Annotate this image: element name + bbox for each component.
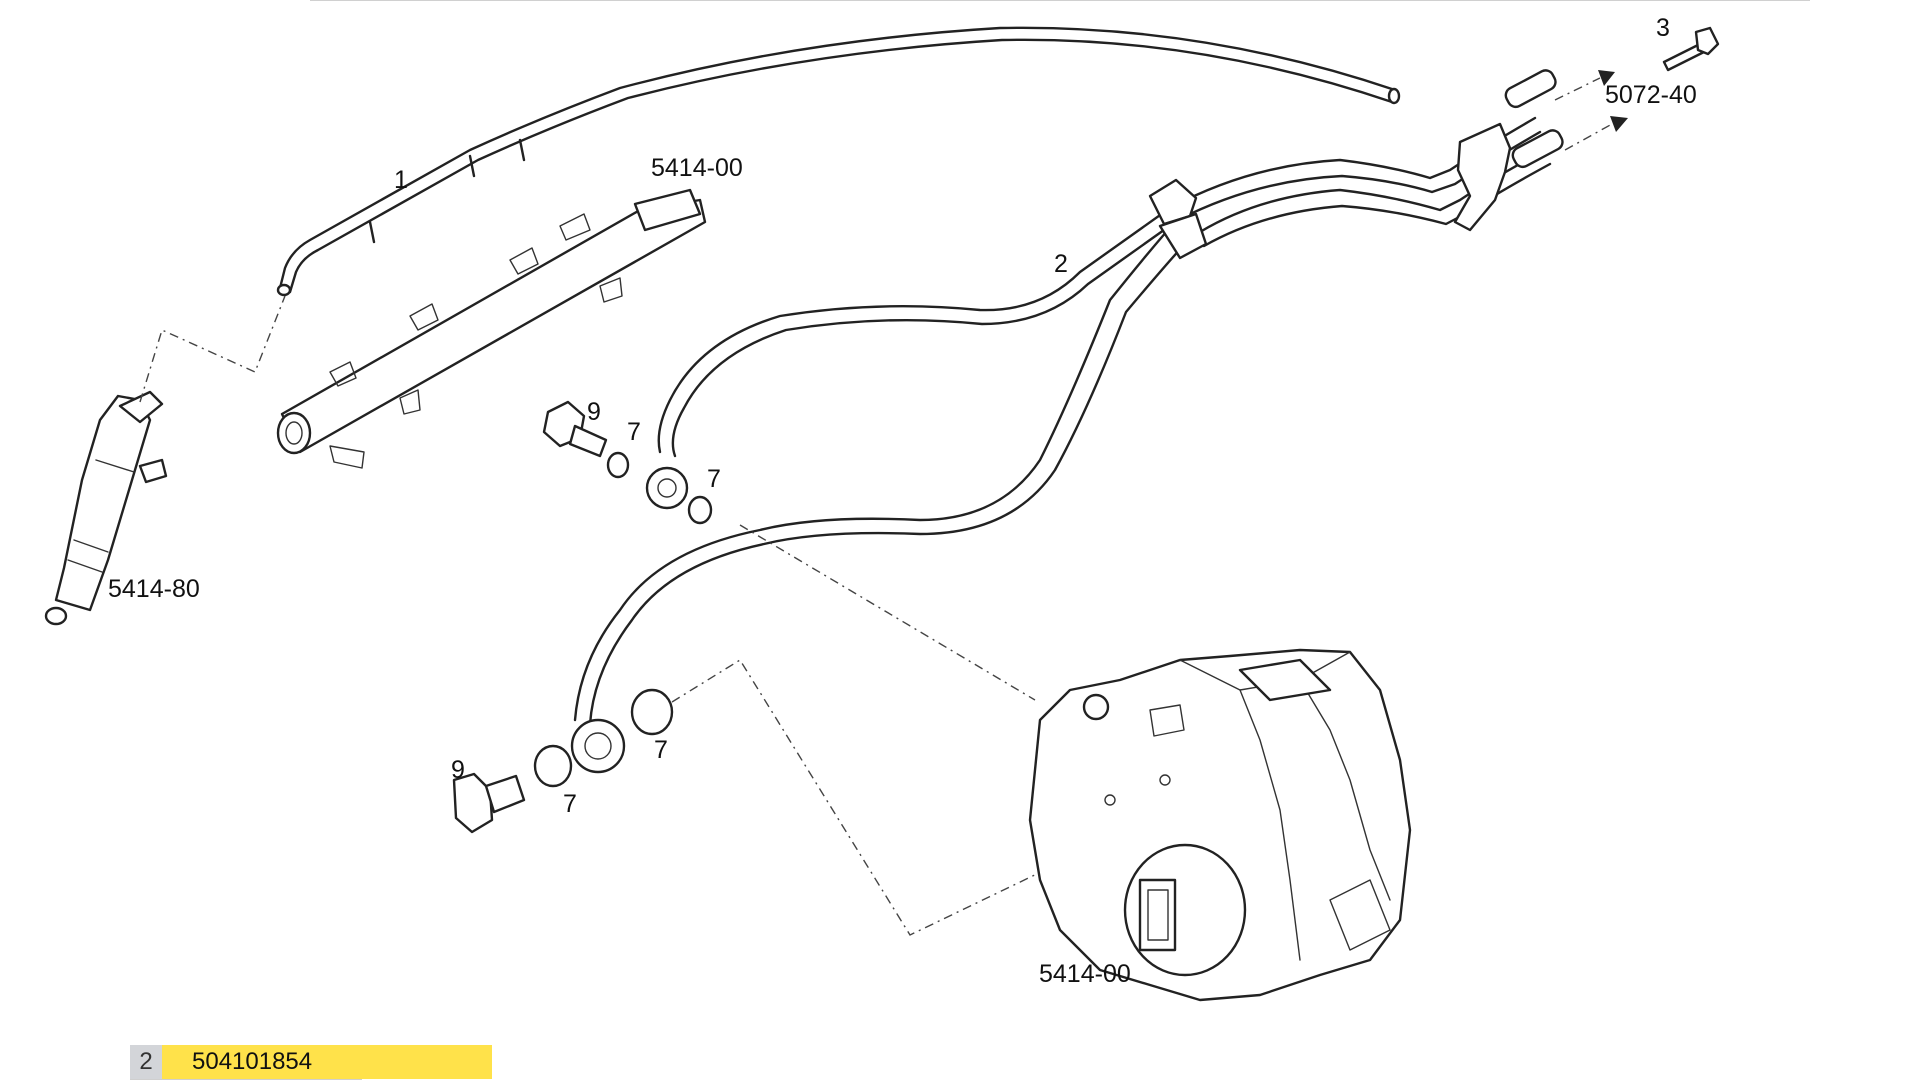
label-bolt-upper: 9 (587, 398, 601, 426)
high-pressure-pump[interactable] (1028, 648, 1412, 1002)
top-divider (310, 0, 1810, 1)
seal-ring-a[interactable] (606, 451, 630, 479)
injector[interactable] (44, 390, 168, 626)
banjo-bolt-lower[interactable] (452, 772, 526, 834)
label-connect-ref: 5072-40 (1605, 81, 1697, 109)
seal-ring-b[interactable] (687, 495, 713, 525)
label-seal-a: 7 (627, 418, 641, 446)
label-seal-c: 7 (563, 790, 577, 818)
connection-arrows (1554, 70, 1628, 151)
return-hose-part-1[interactable] (276, 26, 1401, 297)
fuel-pipe-part-2[interactable] (570, 68, 1565, 774)
pump-leader-upper (739, 524, 1036, 701)
seal-ring-c[interactable] (533, 744, 573, 788)
label-seal-b: 7 (707, 465, 721, 493)
pump-leader-lower (671, 659, 1071, 936)
label-injector-ref: 5414-80 (108, 575, 200, 603)
fuel-rail[interactable] (276, 188, 707, 469)
seal-ring-d[interactable] (630, 688, 674, 736)
banjo-bolt-upper[interactable] (542, 400, 608, 458)
part-row[interactable]: 2 504101854 (130, 1045, 492, 1079)
label-pump-ref: 5414-00 (1039, 960, 1131, 988)
screw-part-3[interactable] (1662, 26, 1720, 72)
label-seal-d: 7 (654, 736, 668, 764)
part-index-cell: 2 (130, 1045, 162, 1079)
label-pipe-2: 2 (1054, 250, 1068, 278)
label-screw-3: 3 (1656, 14, 1670, 42)
label-rail-ref: 5414-00 (651, 154, 743, 182)
part-number-highlight[interactable]: 504101854 (162, 1045, 492, 1079)
label-hose-1: 1 (394, 166, 408, 194)
injector-leader-line (139, 295, 286, 403)
label-bolt-lower: 9 (451, 756, 465, 784)
